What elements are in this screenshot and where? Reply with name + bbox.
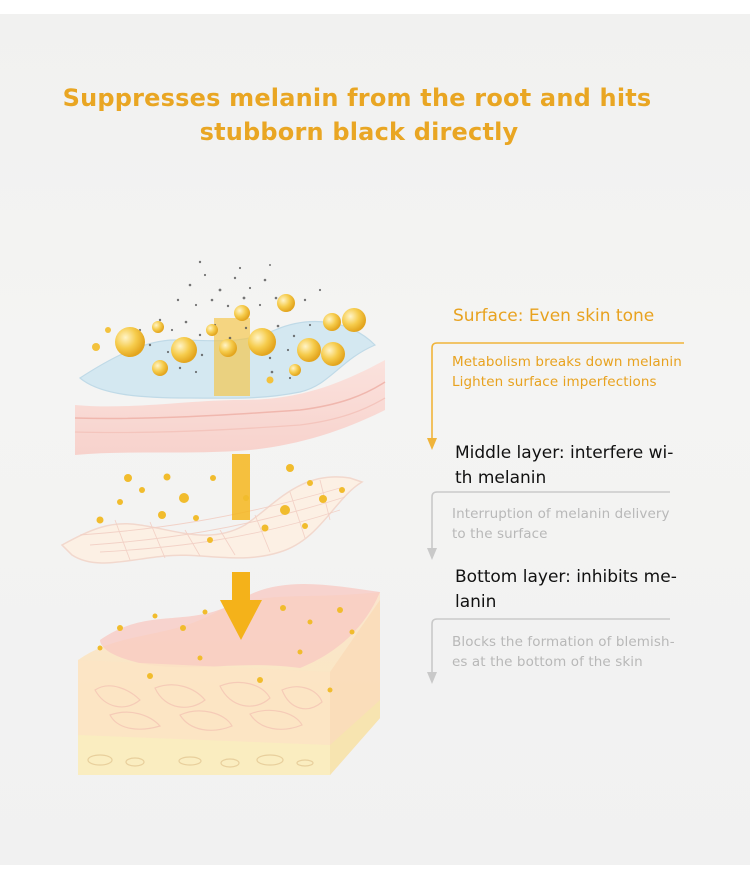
middle-title-line-1: Middle layer: interfere wi- xyxy=(455,443,674,463)
middle-layer-title: Middle layer: interfere wi- th melanin xyxy=(455,441,695,491)
surface-skin-layer xyxy=(74,360,386,455)
bottom-title-line-2: lanin xyxy=(455,592,497,612)
surface-desc-line-2: Lighten surface imperfections xyxy=(452,374,657,390)
middle-desc-line-1: Interruption of melanin delivery xyxy=(452,506,670,522)
surface-guide xyxy=(427,342,684,450)
bottom-layer-title: Bottom layer: inhibits me- lanin xyxy=(455,565,695,615)
bottom-desc-line-1: Blocks the formation of blemish- xyxy=(452,634,675,650)
middle-guide xyxy=(427,491,670,560)
bottom-guide xyxy=(427,618,670,684)
arrow-shaft-middle xyxy=(232,454,250,520)
surface-layer-description: Metabolism breaks down melanin Lighten s… xyxy=(452,352,682,392)
bottom-layer-particles xyxy=(97,605,355,693)
bottom-title-line-1: Bottom layer: inhibits me- xyxy=(455,567,677,587)
middle-title-line-2: th melanin xyxy=(455,468,547,488)
arrow-shaft-top xyxy=(214,318,250,396)
surface-layer-title: Surface: Even skin tone xyxy=(453,306,655,326)
bottom-layer-description: Blocks the formation of blemish- es at t… xyxy=(452,632,692,672)
bottom-layer-block xyxy=(78,583,380,775)
surface-desc-line-1: Metabolism breaks down melanin xyxy=(452,354,682,370)
middle-desc-line-2: to the surface xyxy=(452,526,548,542)
middle-layer-description: Interruption of melanin delivery to the … xyxy=(452,504,692,544)
bottom-desc-line-2: es at the bottom of the skin xyxy=(452,654,643,670)
active-ingredient-orbs xyxy=(92,294,366,384)
middle-layer-particles xyxy=(96,464,345,543)
headline-line-2: stubborn black directly xyxy=(199,118,519,146)
headline-line-1: Suppresses melanin from the root and hit… xyxy=(62,84,652,112)
downward-arrow xyxy=(220,572,262,640)
middle-layer-mesh xyxy=(60,476,364,564)
